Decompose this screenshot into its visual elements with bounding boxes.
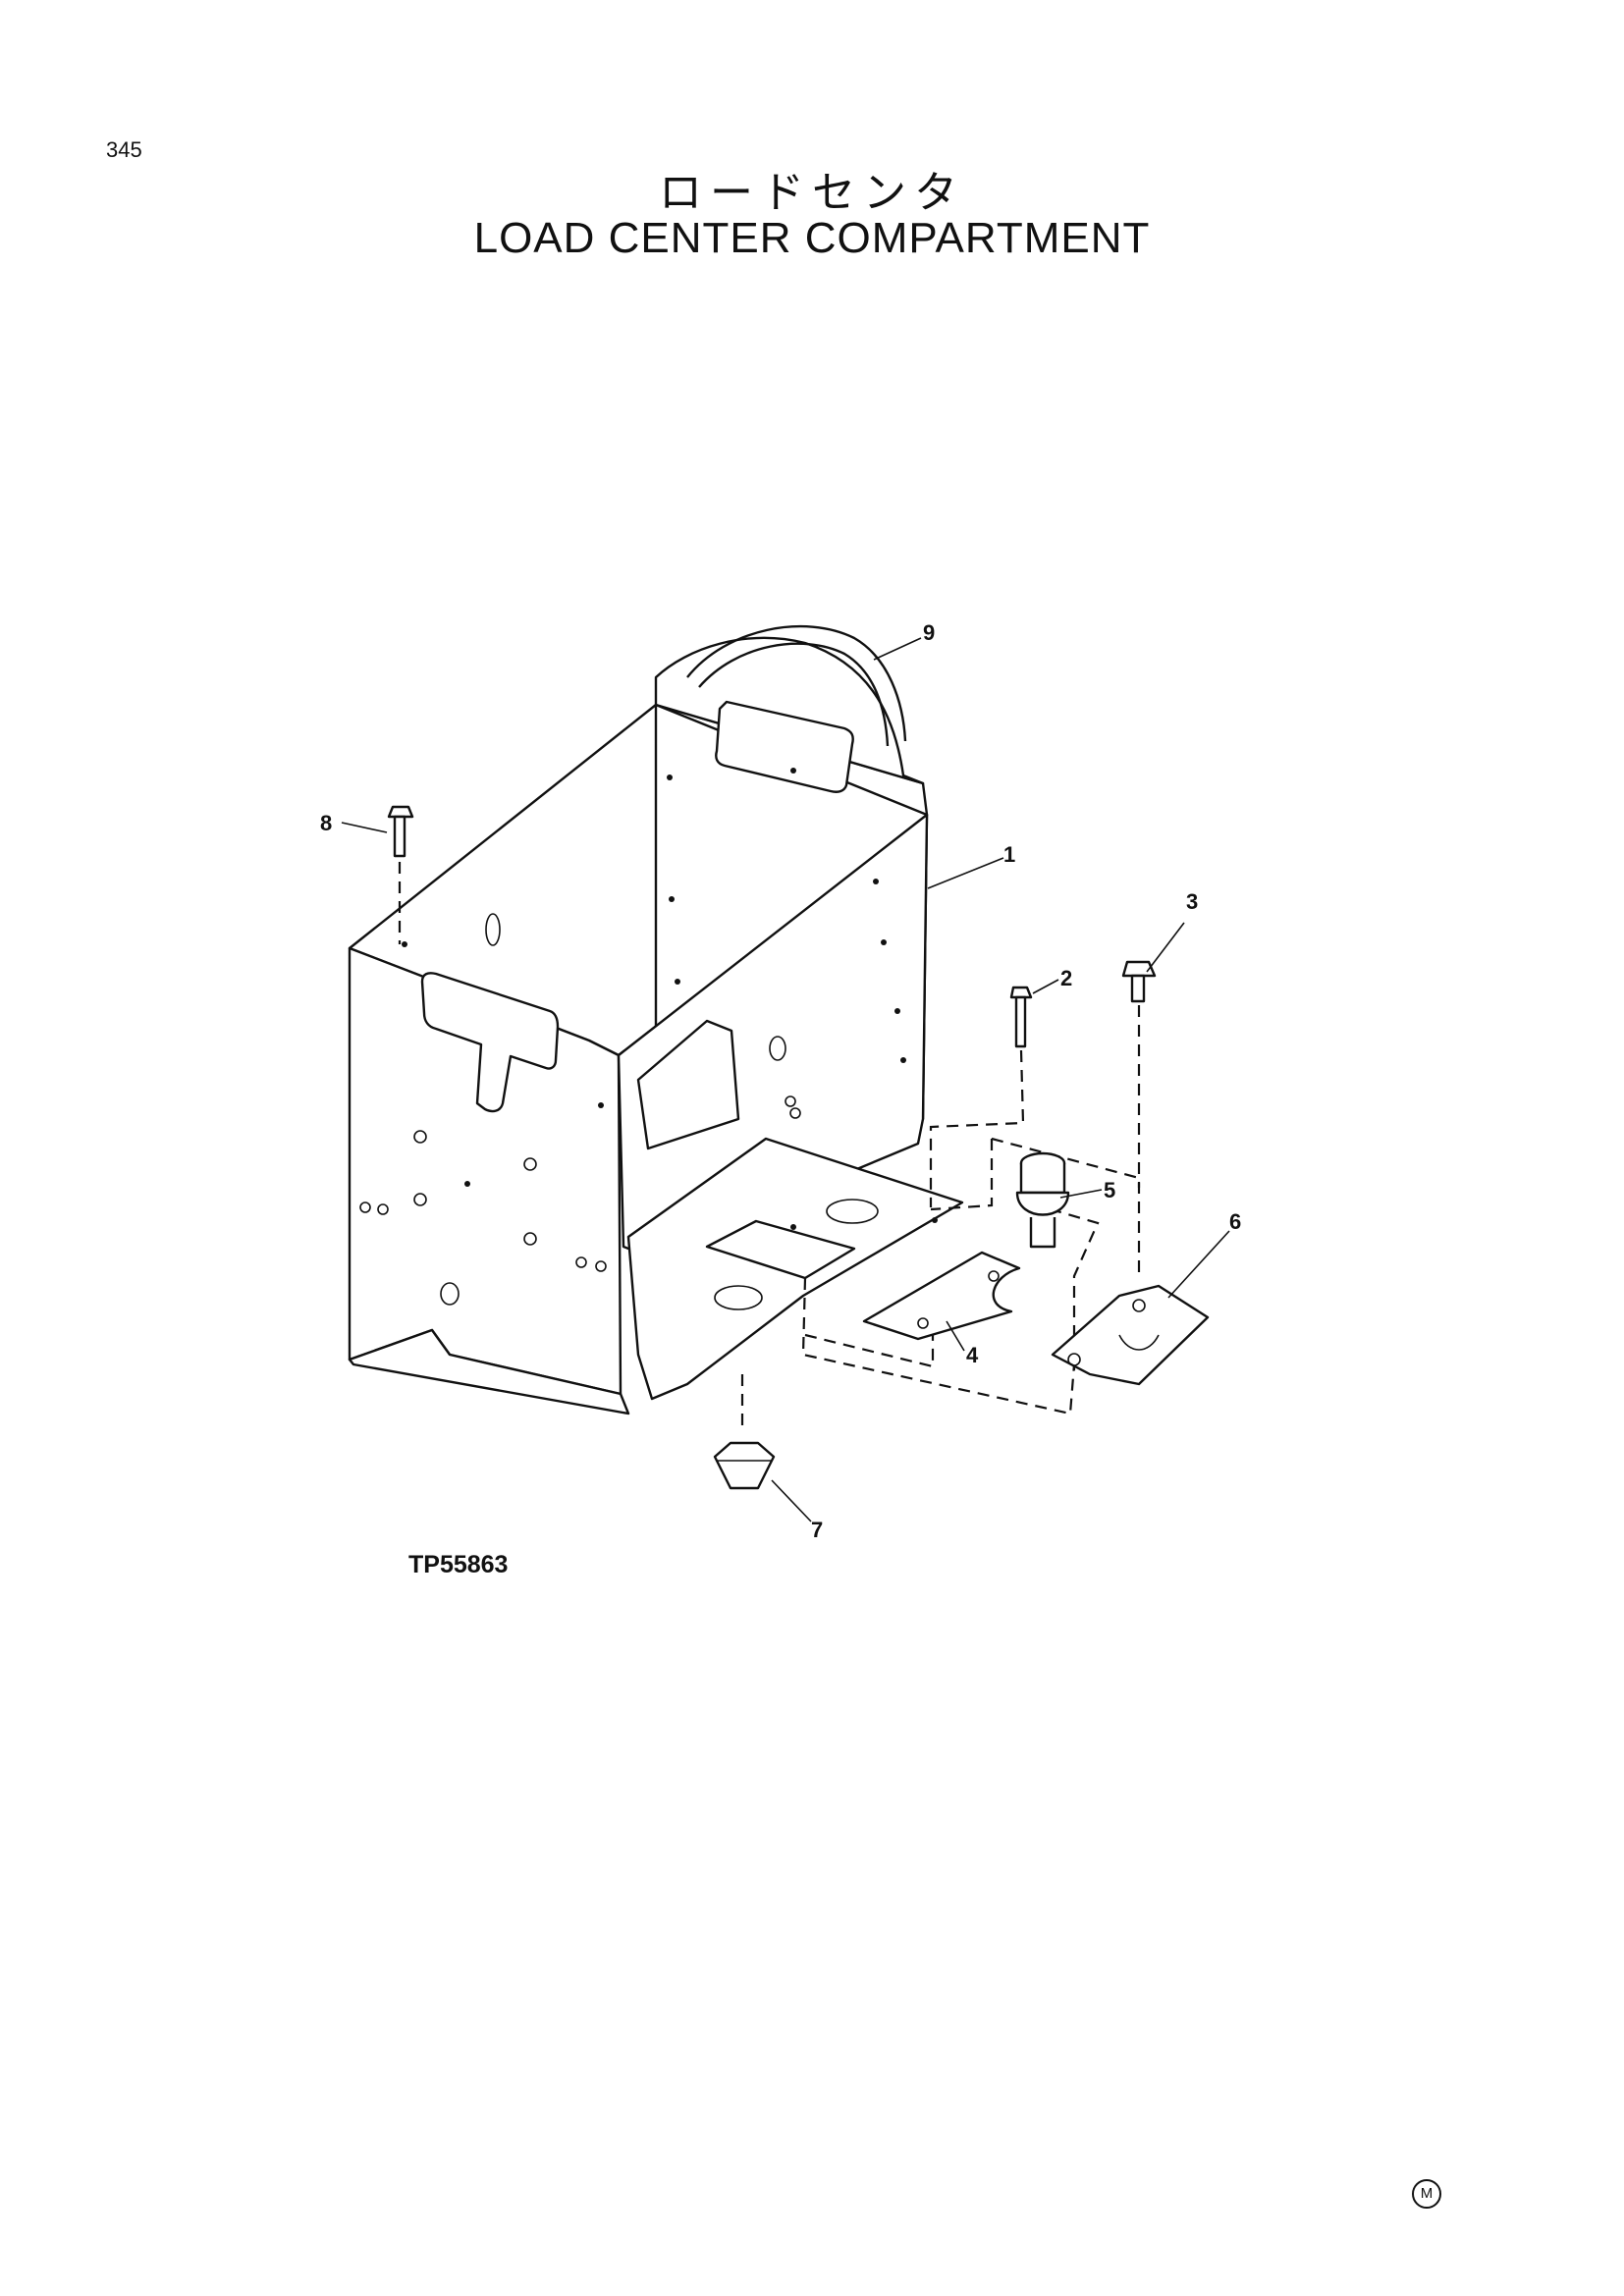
page-title-japanese: ロードセンタ (659, 168, 965, 218)
callout-5: 5 (1104, 1178, 1115, 1202)
plate-part-4 (862, 1251, 1021, 1341)
assembly-dashed-outline (801, 1137, 1141, 1415)
bolt-part-2 (929, 986, 1033, 1207)
bracket-part-6 (1051, 1284, 1210, 1386)
callout-7: 7 (811, 1518, 823, 1542)
callout-2: 2 (1060, 966, 1072, 990)
callout-9: 9 (923, 620, 935, 645)
callout-3: 3 (1186, 889, 1198, 914)
callout-8: 8 (320, 811, 332, 835)
callout-6: 6 (1229, 1209, 1241, 1234)
page-number: 345 (106, 137, 142, 162)
callout-4: 4 (966, 1343, 979, 1367)
page-title-english: LOAD CENTER COMPARTMENT (473, 214, 1151, 262)
figure-code: TP55863 (408, 1551, 509, 1578)
weather-strip-part (686, 624, 907, 747)
callout-leader-lines (341, 637, 1230, 1522)
callout-1: 1 (1003, 842, 1015, 867)
bolt-part-3 (1121, 960, 1157, 1276)
load-center-frame (348, 636, 964, 1415)
bolt-part-8 (387, 805, 414, 944)
nut-part-7 (713, 1374, 776, 1490)
corner-mark: M (1412, 2179, 1441, 2209)
switch-part-5 (1015, 1151, 1070, 1249)
